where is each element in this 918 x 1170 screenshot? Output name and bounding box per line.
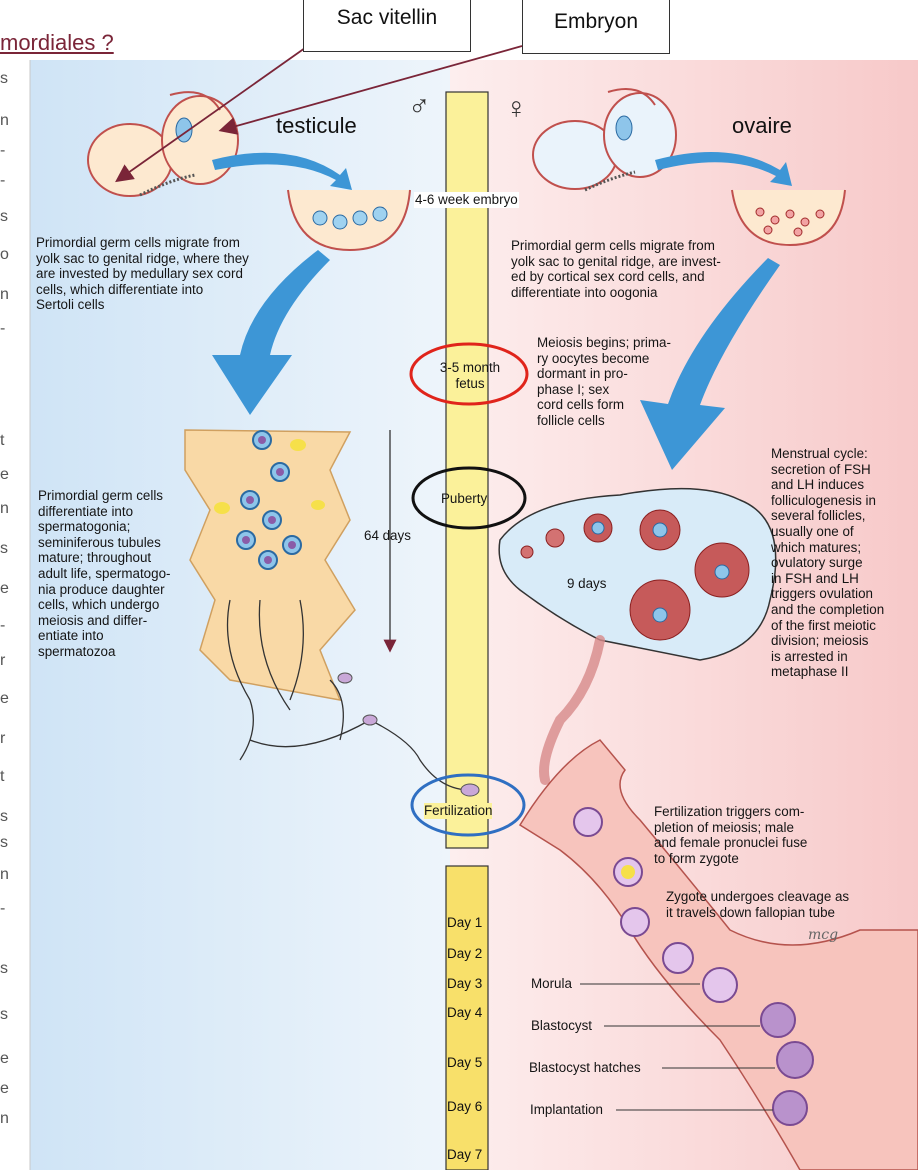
timeline-day-2: Day 2 [447,946,483,961]
callout-arrow-embryon [218,45,523,135]
blue-arrow-male-1 [212,152,352,190]
circle-3-5-month-fetus [409,342,529,406]
left-fragment-5: o [0,246,9,263]
female-duration-label: 9 days [567,576,607,591]
stage-blastocyst: Blastocyst [531,1018,593,1033]
follicles [520,509,750,641]
left-fragment-25: e [0,1080,9,1097]
left-fragment-17: t [0,768,5,785]
artist-signature: mcg [808,927,839,943]
heading-fragment: mordiales ? [0,30,114,55]
left-fragment-8: t [0,432,5,449]
timeline-fertilization: Fertilization [424,803,493,819]
male-ridge-cells [312,206,388,230]
left-fragment-1: n [0,112,9,129]
callout-sac-vitellin: Sac vitellin [303,0,471,52]
left-fragment-0: s [0,70,8,87]
timeline-bar-lower [445,865,489,1170]
left-fragment-4: s [0,208,8,225]
female-cleavage-text: Zygote undergoes cleavage as it travels … [666,889,850,920]
circle-fertilization [410,773,526,837]
male-migration-text: Primordial germ cells migrate from yolk … [36,235,249,313]
left-fragment-16: r [0,730,6,747]
timeline-puberty: Puberty [441,491,488,506]
timeline-day-5: Day 5 [447,1055,483,1070]
left-fragment-7: - [0,320,6,337]
sertoli-cells [214,439,325,514]
blue-arrow-female-2 [640,258,780,470]
left-fragment-6: n [0,286,9,303]
left-fragment-26: n [0,1110,9,1127]
fallopian-tube [518,739,918,1170]
timeline-embryo-stage: 4-6 week embryo [414,192,519,208]
male-spermatogenesis-text: Primordial germ cells differentiate into… [38,488,171,659]
left-fragment-2: - [0,142,6,159]
timeline-day-6: Day 6 [447,1099,483,1114]
male-genital-ridge [287,189,411,252]
female-embryo-illustration [532,88,677,192]
ovulated-oocyte-trail [539,635,605,785]
stage-blastocyst-hatches: Blastocyst hatches [529,1060,641,1075]
organ-label-testicule: testicule [276,113,357,138]
male-duration-label: 64 days [364,528,411,543]
blue-arrow-male-2 [212,250,330,415]
spermatozoa [337,672,480,797]
left-fragment-9: e [0,466,9,483]
callout-arrow-sac-vitellin [115,47,306,183]
left-fragment-3: - [0,172,6,189]
female-symbol: ♀ [505,92,528,125]
timeline-day-3: Day 3 [447,976,483,991]
blue-arrow-female-1 [655,152,792,186]
left-fragment-19: s [0,834,8,851]
cleavage-cells [573,807,814,1126]
timeline-fetus-stage: 3-5 month fetus [439,360,501,391]
left-fragment-20: n [0,866,9,883]
stage-leader-lines [580,983,775,1111]
left-fragment-13: - [0,617,6,634]
left-fragment-21: - [0,900,6,917]
male-symbol: ♂ [408,90,431,123]
female-fertilization-text: Fertilization triggers com- pletion of m… [654,804,808,866]
spermatogonia-nuclei [242,436,296,564]
left-fragment-11: s [0,540,8,557]
left-fragment-22: s [0,960,8,977]
organ-label-ovaire: ovaire [732,113,792,138]
left-fragment-10: n [0,500,9,517]
ovary [498,487,777,661]
timeline-day-1: Day 1 [447,915,483,930]
timeline-day-4: Day 4 [447,1005,483,1020]
timeline-day-7: Day 7 [447,1147,483,1162]
callout-embryon: Embryon [522,0,670,54]
left-fragment-12: e [0,580,9,597]
left-fragment-18: s [0,808,8,825]
circle-puberty [411,466,527,530]
left-fragment-24: e [0,1050,9,1067]
female-cycle-text: Menstrual cycle: secretion of FSH and LH… [771,446,885,680]
left-fragment-23: s [0,1006,8,1023]
female-meiosis-text: Meiosis begins; prima- ry oocytes become… [537,335,671,428]
left-margin-strip [0,60,30,1170]
stage-implantation: Implantation [530,1102,603,1117]
left-fragment-15: e [0,690,9,707]
female-ridge-cells [755,207,825,237]
female-migration-text: Primordial germ cells migrate from yolk … [511,238,721,300]
left-fragment-14: r [0,652,6,669]
stage-morula: Morula [531,976,572,991]
